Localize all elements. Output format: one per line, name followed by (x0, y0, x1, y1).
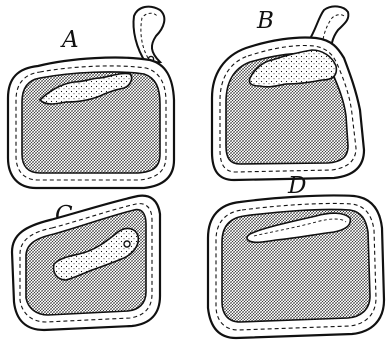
panel-a-label: A (60, 27, 79, 53)
panel-c-opening (124, 241, 130, 247)
panel-d: D (208, 173, 384, 338)
panel-b: B (212, 6, 364, 180)
panel-d-label: D (287, 173, 306, 199)
panel-a-duct (134, 7, 165, 63)
panel-c: C (12, 196, 160, 330)
panel-a: A (8, 7, 174, 188)
panel-b-label: B (256, 8, 274, 34)
